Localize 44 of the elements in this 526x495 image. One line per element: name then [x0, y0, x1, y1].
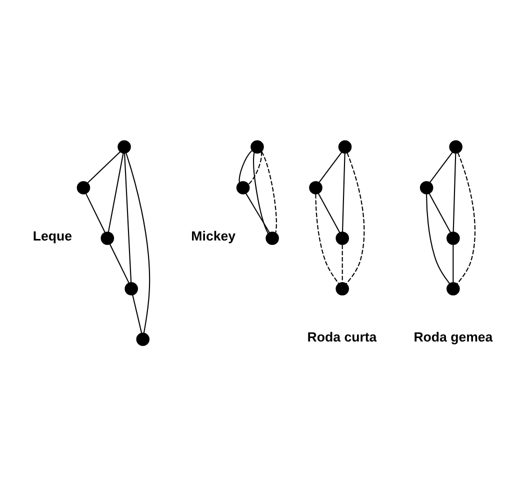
connector: [238, 150, 252, 182]
connector: [124, 152, 132, 282]
connector: [248, 151, 262, 184]
connector: [452, 152, 456, 232]
connector: [456, 152, 476, 284]
node-circle: [338, 140, 352, 154]
connector: [315, 194, 339, 284]
node-circle: [118, 140, 131, 154]
node-circle: [136, 332, 150, 346]
node-circle: [446, 231, 460, 244]
connector: [452, 244, 454, 282]
label: Mickey: [191, 228, 236, 243]
connector: [109, 243, 130, 282]
connector: [132, 294, 142, 333]
label: Roda curta: [307, 329, 377, 344]
node-circle: [420, 180, 434, 194]
node-circle: [266, 231, 279, 244]
connector: [426, 194, 450, 284]
connector: [246, 192, 270, 232]
node-circle: [336, 231, 349, 244]
connector: [87, 150, 121, 183]
connector: [85, 192, 106, 232]
connector: [342, 152, 346, 232]
label: Roda gemea: [414, 329, 493, 344]
connector: [253, 152, 269, 234]
node-circle: [336, 282, 349, 295]
connector: [342, 244, 343, 282]
connector: [318, 151, 342, 182]
label: Leque: [32, 228, 72, 243]
connector: [346, 152, 365, 284]
connector: [126, 152, 150, 333]
connector: [428, 192, 451, 232]
node-circle: [100, 231, 114, 244]
node-circle: [124, 282, 138, 295]
node-circle: [250, 140, 264, 154]
connector: [261, 150, 277, 232]
connector: [108, 152, 124, 232]
connector: [429, 151, 453, 182]
node-circle: [76, 180, 90, 194]
node-circle: [446, 282, 460, 295]
node-circle: [309, 180, 322, 194]
node-circle: [236, 180, 250, 194]
connector: [318, 192, 340, 232]
node-circle: [449, 140, 462, 154]
